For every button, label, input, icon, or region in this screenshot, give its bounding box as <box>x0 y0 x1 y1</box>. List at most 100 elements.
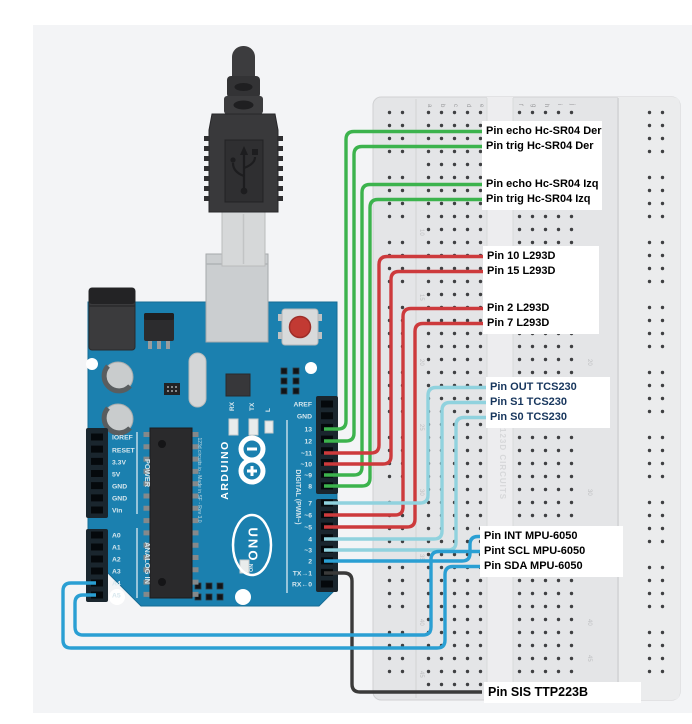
net-label-line: Pin 2 L293D <box>487 302 550 314</box>
pin-label-4: 4 <box>308 537 312 544</box>
breadboard-watermark: 123D CIRCUITS <box>498 428 507 500</box>
net-label-line: Pin INT MPU-6050 <box>484 530 578 542</box>
pin-header-left-analog[interactable] <box>86 529 108 602</box>
pin-header-right-bottom[interactable] <box>316 499 338 592</box>
row-number: 10 <box>418 229 424 236</box>
pin-label-3: ~3 <box>304 548 312 555</box>
net-label-line: Pint SCL MPU-6050 <box>484 545 586 557</box>
wire-d7-tcs230-out[interactable] <box>324 385 488 505</box>
col-letter: h <box>543 104 549 107</box>
digital-section-label: DIGITAL (PWM~) <box>294 469 301 524</box>
net-label-line: Pin S0 TCS230 <box>490 411 568 423</box>
wire-d9-echo-izq[interactable] <box>324 182 484 477</box>
pin-label-7: 7 <box>308 501 312 508</box>
pin-label-9: ~9 <box>304 473 312 480</box>
wire-d4-tcs230-s1[interactable] <box>324 400 488 541</box>
col-letter: c <box>452 104 458 107</box>
infinity-loop-bottom <box>238 457 266 485</box>
reset-leg <box>278 314 283 321</box>
power-section-label: POWER <box>143 459 152 488</box>
wire-d3-tcs230-s0[interactable] <box>324 415 488 552</box>
col-letter: i <box>556 104 562 105</box>
pin-label-5: ~5 <box>304 525 312 532</box>
wire-d1-ttp223b[interactable] <box>324 571 482 694</box>
power-jack <box>88 287 136 351</box>
pin-label-a1: A1 <box>112 544 121 551</box>
reset-button[interactable] <box>278 308 322 346</box>
arduino-uno-board[interactable]: RX TX L ON AREF GND 13 12 ~11 ~10 ~9 8 7… <box>86 253 338 607</box>
usb-cable[interactable] <box>204 46 283 267</box>
label-box-hcsr04[interactable]: Pin echo Hc-SR04 Der Pin trig Hc-SR04 De… <box>482 121 602 210</box>
power-jack-collar <box>89 288 135 304</box>
net-label-line: Pin 15 L293D <box>487 265 556 277</box>
pin-label-a3: A3 <box>112 568 121 575</box>
rx-led <box>228 418 239 436</box>
wire-d12-trig-der[interactable] <box>324 144 484 443</box>
pin-label-rx0: RX←0 <box>292 582 312 589</box>
pin-label-ioref: IOREF <box>112 434 133 441</box>
pin-label-a5: A5 <box>112 592 121 599</box>
mounting-hole <box>86 358 98 370</box>
wire-d8-trig-izq[interactable] <box>324 197 484 488</box>
regulator-leg <box>157 339 161 349</box>
net-label-line: Pin S1 TCS230 <box>490 396 568 408</box>
pin-label-11: ~11 <box>301 451 312 458</box>
icsp-header-top[interactable] <box>280 367 300 395</box>
reset-leg <box>278 332 283 339</box>
breadboard-grid-holes-abcde[interactable] <box>422 106 488 691</box>
label-box-tcs230[interactable]: Pin OUT TCS230 Pin S1 TCS230 Pin S0 TCS2… <box>486 377 610 428</box>
l-led <box>264 420 274 434</box>
capacitor-shading <box>101 406 132 436</box>
pin-header-left-power[interactable] <box>86 428 108 518</box>
wire-d10-l293d-15[interactable] <box>324 269 485 466</box>
smd-body <box>164 383 180 395</box>
net-label-line: Pin echo Hc-SR04 Der <box>486 125 602 137</box>
tx-label: TX <box>249 402 256 411</box>
wire-a4-mpu-sda[interactable] <box>61 564 482 650</box>
wire-d2-mpu-int[interactable] <box>324 534 482 563</box>
usb-trident-tips <box>230 146 258 195</box>
on-label: ON <box>249 564 255 572</box>
wire-d13-echo-der[interactable] <box>324 129 484 431</box>
col-letter: a <box>426 104 432 108</box>
wire-d11-l293d-10[interactable] <box>324 254 485 455</box>
pin-label-8: 8 <box>308 484 312 491</box>
breadboard-right-rail-holes[interactable] <box>644 106 670 691</box>
wire-d6-l293d-2[interactable] <box>324 306 485 517</box>
pin-label-13: 13 <box>304 427 312 434</box>
usb-port-housing <box>205 253 269 343</box>
wire-a5-mpu-scl[interactable] <box>73 549 482 637</box>
pin-label-3v3: 3.3V <box>112 459 126 466</box>
arduino-logo: ARDUINO UNO <box>219 435 273 577</box>
atmega-chip <box>143 427 199 599</box>
row-number: 30 <box>418 489 424 496</box>
pin-label-a2: A2 <box>112 556 121 563</box>
pin-label-vin: Vin <box>112 507 122 514</box>
reset-cap[interactable] <box>288 315 312 339</box>
pin-label-6: ~6 <box>304 513 312 520</box>
pin-label-2: 2 <box>308 559 312 566</box>
net-label-line: Pin 10 L293D <box>487 250 556 262</box>
analog-section-label: ANALOG IN <box>143 542 152 584</box>
label-gap <box>487 279 595 301</box>
board-note: 123d.circuits.io - Made in SF - Rev 3.0 <box>196 437 202 522</box>
pin-label-a4: A4 <box>112 580 121 587</box>
icsp-header-bottom[interactable] <box>194 582 224 601</box>
label-box-ttp223b[interactable]: Pin SIS TTP223B <box>484 682 641 703</box>
col-letter: f <box>517 104 523 106</box>
wire-d5-l293d-7[interactable] <box>324 321 485 529</box>
label-box-mpu6050[interactable]: Pin INT MPU-6050 Pint SCL MPU-6050 Pin S… <box>480 526 623 577</box>
voltage-regulator <box>144 313 174 349</box>
chip-body <box>149 427 193 599</box>
tx-led <box>248 418 259 436</box>
regulator-tab <box>144 313 174 320</box>
pin-header-right-top[interactable] <box>316 396 338 494</box>
net-label-line: Pin SDA MPU-6050 <box>484 560 583 572</box>
label-box-l293d[interactable]: Pin 10 L293D Pin 15 L293D Pin 2 L293D Pi… <box>483 246 599 334</box>
row-number: 45 <box>586 655 592 662</box>
pin-label-12: 12 <box>304 439 312 446</box>
breadboard-left-rail-holes[interactable] <box>383 106 409 691</box>
row-number: 30 <box>586 489 592 496</box>
net-label-line: Pin echo Hc-SR04 Izq <box>486 178 599 190</box>
